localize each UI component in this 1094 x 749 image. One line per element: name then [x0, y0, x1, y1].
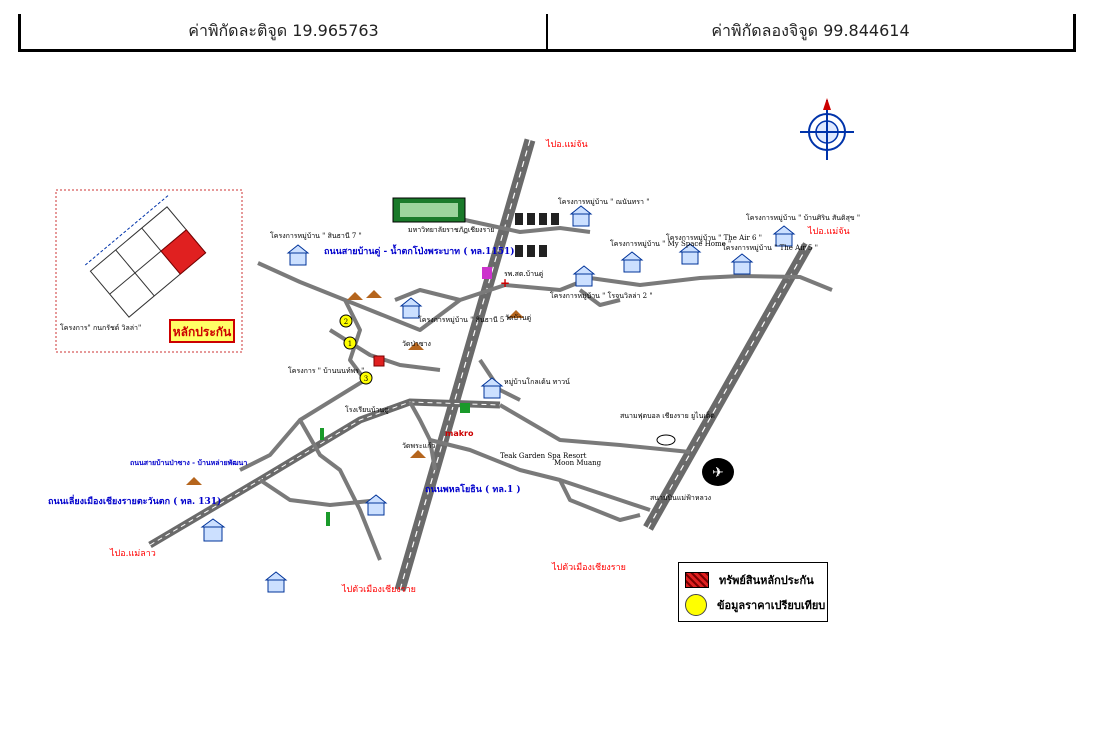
map-legend: ทรัพย์สินหลักประกัน ข้อมูลราคาเปรียบเทีย…	[678, 562, 828, 622]
university-building	[392, 197, 466, 223]
project-ban-sirin-label: โครงการหมู่บ้าน " บ้านศิริน สันติสุข "	[746, 213, 860, 222]
comparable-marker: 3	[359, 371, 373, 385]
project-the-air6-label: โครงการหมู่บ้าน " The Air 6 "	[666, 233, 762, 242]
collateral-marker	[373, 355, 385, 367]
project-the-air5-label: โครงการหมู่บ้าน " The Air 5 "	[722, 243, 818, 252]
comparable-swatch	[685, 594, 707, 616]
svg-text:2: 2	[344, 318, 348, 326]
legend-row-comparable: ข้อมูลราคาเปรียบเทียบ	[685, 594, 825, 616]
airport-label: สนามบินแม่ฟ้าหลวง	[650, 494, 711, 502]
latitude-cell: ค่าพิกัดละติจูด 19.965763	[188, 21, 379, 40]
road-bypass-label: ถนนเลี่ยงเมืองเชียงรายตะวันตก ( ทล. 131)	[48, 494, 221, 507]
makro-label: makro	[445, 429, 474, 438]
svg-text:3: 3	[364, 375, 368, 383]
project-sinthani5-label: โครงการหมู่บ้าน " สินธานี 5 "	[418, 315, 510, 324]
project-nanthra-label: โครงการหมู่บ้าน " ณนันทรา "	[558, 197, 649, 206]
village-town-label: หมู่บ้านโกลเด้น ทาวน์	[504, 377, 570, 386]
project-ban-nanthop-label: โครงการ " บ้านนนท์พร "	[288, 366, 364, 375]
project-sinthani7-label: โครงการหมู่บ้าน " สินธานี 7 "	[270, 231, 362, 240]
airport-icon: ✈	[702, 458, 734, 486]
hospital-icon: +	[482, 267, 510, 290]
project-rojana2-label: โครงการหมู่บ้าน " โรจนวิลล่า 2 "	[550, 291, 653, 300]
inset-project-label: โครงการ" กนกรัชด์ วิลล่า"	[60, 323, 141, 332]
longitude-cell: ค่าพิกัดลองจิจูด 99.844614	[546, 14, 1073, 49]
wat-pa-sang-label: วัดป่าซาง	[402, 340, 431, 348]
project-my-space-label: โครงการหมู่บ้าน " My Space Home "	[610, 239, 731, 248]
to-chiang-rai-bottom-label: ไปตัวเมืองเชียงราย	[341, 584, 416, 595]
moon-muang-label: Moon Muang	[554, 459, 602, 467]
comparable-marker: 2	[339, 314, 353, 328]
university-label: มหาวิทยาลัยราชภัฏเชียงราย	[408, 226, 494, 234]
svg-text:1: 1	[348, 340, 352, 348]
road-ban-du-label: ถนนสายบ้านดู่ - น้ำตกโป่งพระบาท ( ทล.115…	[324, 244, 515, 257]
comparable-marker: 1	[343, 336, 357, 350]
svg-text:✈: ✈	[712, 465, 724, 481]
road-phahonyothin-label: ถนนพหลโยธิน ( ทล.1 )	[425, 483, 521, 495]
svg-text:+: +	[500, 276, 510, 290]
legend-row-collateral: ทรัพย์สินหลักประกัน	[685, 571, 814, 589]
school-label: โรงเรียนบ้านดู่	[345, 405, 389, 414]
temple-icon	[186, 290, 524, 485]
road-ban-pa-sang-label: ถนนสายบ้านป่าซาง - บ้านหล่ายพัฒนา	[130, 458, 247, 467]
wat-pa-kaeo-label: วัดพระแก้ว	[402, 442, 435, 450]
to-mae-lao-label: ไปอ.แม่ลาว	[109, 548, 156, 559]
collateral-tag: หลักประกัน	[173, 325, 232, 339]
house-icon	[200, 205, 796, 593]
legend-comparable-label: ข้อมูลราคาเปรียบเทียบ	[717, 599, 826, 612]
to-chiang-rai-right-label: ไปตัวเมืองเชียงราย	[551, 562, 626, 573]
inset-map: โครงการ" กนกรัชด์ วิลล่า" หลักประกัน	[55, 189, 243, 353]
coordinate-table: ค่าพิกัดละติจูด 19.965763 ค่าพิกัดลองจิจ…	[18, 14, 1076, 52]
wat-ban-du-label: วัดบ้านดู่	[505, 314, 531, 322]
to-mae-chan-top-label: ไปอ.แม่จัน	[545, 139, 588, 150]
legend-collateral-label: ทรัพย์สินหลักประกัน	[719, 574, 814, 587]
to-mae-chan-right-label: ไปอ.แม่จัน	[807, 226, 850, 237]
stadium-label: สนามฟุตบอล เชียงราย ยูไนเต็ด	[620, 411, 715, 420]
collateral-swatch	[685, 572, 709, 588]
stadium-icon	[656, 434, 676, 446]
hospital-label: รพ.สต.บ้านดู่	[504, 270, 543, 278]
compass-icon	[800, 98, 854, 160]
teak-garden-label: Teak Garden Spa Resort	[500, 452, 587, 460]
